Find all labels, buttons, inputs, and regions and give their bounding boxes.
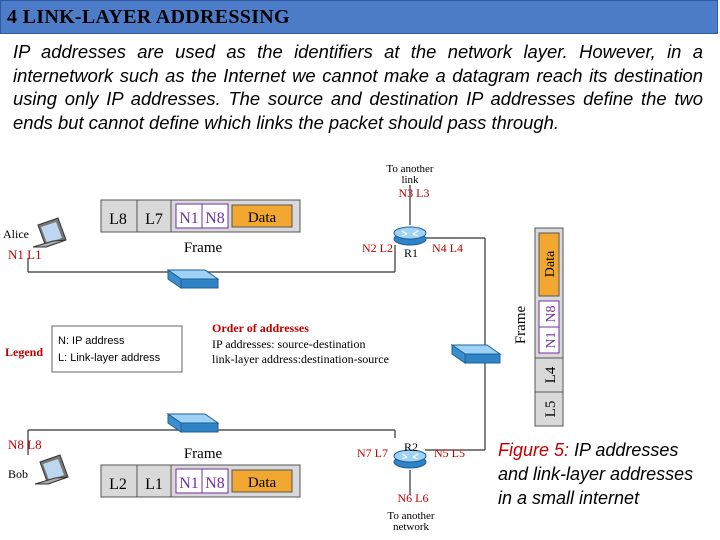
legend-line1: N: IP address: [58, 335, 125, 347]
bob-addr: N8 L8: [8, 437, 42, 452]
frame-bottom-n1: N1: [179, 475, 199, 492]
frame-bottom-n8: N8: [205, 475, 225, 492]
link-top-line2: link: [401, 174, 419, 186]
frame-vertical-n1: N1: [544, 331, 559, 348]
r1-name: R1: [404, 246, 418, 260]
frame-bottom-data: Data: [248, 475, 277, 491]
link-bottom-line1: To another: [387, 510, 435, 522]
legend-title: Legend: [5, 345, 43, 359]
frame-top: L8 L7 N1 N8 Data Frame: [100, 199, 301, 256]
page-title: 4 LINK-LAYER ADDRESSING: [7, 6, 290, 28]
frame-bottom: L2 L1 N1 N8 Data Frame: [100, 446, 301, 498]
bob-name: Bob: [8, 467, 28, 481]
intro-paragraph: IP addresses are used as the identifiers…: [13, 41, 703, 133]
order-line2: link-layer address:destination-source: [212, 352, 389, 366]
frame-top-label: Frame: [184, 240, 223, 256]
frame-vertical-l4: L4: [543, 366, 559, 383]
switch-middle-icon: [450, 344, 502, 364]
legend-line2: L: Link-layer address: [58, 352, 161, 364]
order-title: Order of addresses: [212, 321, 309, 335]
r1-left-addr: N2 L2: [362, 241, 393, 255]
frame-vertical-n8: N8: [544, 305, 559, 322]
router-r2-icon: [393, 449, 427, 469]
switch-bottom-icon: [166, 413, 220, 433]
frame-bottom-l2: L2: [109, 476, 127, 493]
figure-caption: Figure 5: IP addresses and link-layer ad…: [498, 438, 708, 510]
frame-top-l7: L7: [145, 211, 163, 228]
frame-bottom-label: Frame: [184, 446, 223, 462]
order-line1: IP addresses: source-destination: [212, 337, 366, 351]
r2-left-addr: N7 L7: [357, 446, 388, 460]
alice-name: Alice: [3, 227, 29, 241]
laptop-bob-icon: [34, 454, 69, 485]
frame-top-l8: L8: [109, 211, 127, 228]
frame-top-n1: N1: [179, 210, 199, 227]
link-bottom-addr: N6 L6: [398, 491, 429, 505]
alice-address: N1 L1: [8, 247, 42, 262]
r1-right-addr: N4 L4: [432, 241, 463, 255]
frame-vertical-data: Data: [543, 250, 558, 277]
network-diagram: L8 L7 N1 N8 Data Frame L2 L1 N1 N8 Data …: [3, 163, 564, 533]
frame-vertical-l5: L5: [543, 401, 559, 418]
link-bottom-line2: network: [393, 521, 430, 533]
figure-caption-text: IP addresses and link-layer addresses in…: [498, 440, 694, 508]
laptop-alice-icon: [32, 217, 67, 248]
link-top-addr: N3 L3: [399, 186, 430, 200]
title-bar: 4 LINK-LAYER ADDRESSING: [0, 0, 718, 34]
frame-top-n8: N8: [205, 210, 225, 227]
link-top-line1: To another: [386, 163, 434, 175]
frame-bottom-l1: L1: [145, 476, 163, 493]
frame-vertical: Data N8 N1 L4 L5 Frame: [513, 227, 564, 427]
r2-right-addr: N5 L5: [434, 446, 465, 460]
router-r1-icon: [393, 226, 427, 246]
frame-top-data: Data: [248, 210, 277, 226]
switch-top-icon: [166, 269, 220, 289]
figure-number: Figure 5:: [498, 440, 570, 460]
r2-name: R2: [404, 440, 418, 454]
legend: Legend N: IP address L: Link-layer addre…: [5, 321, 389, 373]
frame-vertical-label: Frame: [513, 306, 529, 345]
